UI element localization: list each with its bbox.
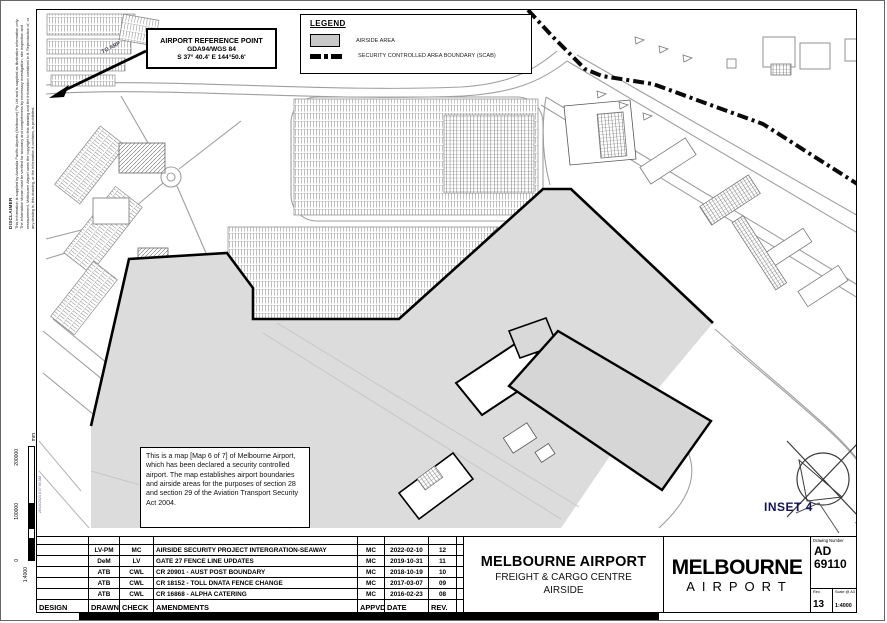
plot-timestamp: 26/10/2023 8:37:56 AM xyxy=(38,476,42,514)
project-subtitle-2: AIRSIDE xyxy=(543,584,584,596)
col-header-check: CHECK xyxy=(120,600,154,614)
scab-line-swatch xyxy=(310,53,342,59)
scale-label-200000: 200000 xyxy=(14,449,20,466)
arp-datum: GDA94/WGS 84 xyxy=(187,46,236,53)
col-header-rev: REV. xyxy=(429,600,457,614)
sheet-bottom-bar xyxy=(79,613,659,620)
apron-slab xyxy=(507,329,713,492)
table-row xyxy=(37,578,89,589)
legend: LEGEND AIRSIDE AREA SECURITY CONTROLLED … xyxy=(300,14,532,74)
scale-unit-label: mm xyxy=(31,433,37,442)
airside-area xyxy=(89,187,714,529)
airside-area-swatch xyxy=(310,34,340,47)
map-canvas xyxy=(36,9,857,537)
col-header-date: DATE xyxy=(385,600,429,614)
project-title: MELBOURNE AIRPORT xyxy=(480,553,647,570)
scale-cell: Scale @ A3 1:4000 xyxy=(835,590,855,609)
legend-item-scab: SECURITY CONTROLLED AREA BOUNDARY (SCAB) xyxy=(310,53,522,59)
col-header-amendments: AMENDMENTS xyxy=(154,600,358,614)
roads xyxy=(42,50,857,529)
disclaimer-text: DISCLAIMER This information is supplied … xyxy=(8,15,35,229)
logo-wordmark-top: MELBOURNE xyxy=(671,555,803,579)
logo-wordmark-bottom: AIRPORT xyxy=(686,578,793,594)
edge-roads xyxy=(38,440,90,529)
scale-segment xyxy=(29,528,34,539)
parking-areas xyxy=(46,13,539,338)
airport-reference-point-box: AIRPORT REFERENCE POINT GDA94/WGS 84 S 3… xyxy=(146,28,277,69)
to-arp-arrow xyxy=(49,49,147,98)
scale-bar xyxy=(28,446,35,561)
scab-line xyxy=(526,9,857,187)
melbourne-airport-logo: MELBOURNE AIRPORT xyxy=(664,537,811,612)
revision-value: 13 xyxy=(813,599,825,610)
road-islands xyxy=(596,36,694,121)
drawing-number-label: Drawing Number xyxy=(813,538,844,543)
north-compass xyxy=(786,440,857,518)
amendments-table: LV-PM MC AIRSIDE SECURITY PROJECT INTERG… xyxy=(37,537,464,614)
airside-area-label: AIRSIDE AREA xyxy=(356,37,395,44)
legend-item-airside: AIRSIDE AREA xyxy=(310,34,522,47)
scale-segment xyxy=(29,538,34,561)
project-subtitle-1: FREIGHT & CARGO CENTRE xyxy=(495,571,632,583)
map-note-box: This is a map [Map 6 of 7] of Melbourne … xyxy=(140,447,310,528)
buildings xyxy=(92,36,857,308)
drawing-number-box: Drawing Number AD 69110 Rev. 13 Scale @ … xyxy=(811,537,856,612)
table-row xyxy=(37,556,89,567)
disclaimer-body: This information is supplied by Australi… xyxy=(14,17,35,229)
scab-label: SECURITY CONTROLLED AREA BOUNDARY (SCAB) xyxy=(358,53,496,59)
legend-title: LEGEND xyxy=(310,19,346,28)
inset-leader-lines xyxy=(795,502,840,534)
col-header-design: DESIGN xyxy=(37,600,89,614)
scale-value: 1:4000 xyxy=(835,603,852,609)
table-row xyxy=(37,567,89,578)
col-header-appvd: APPVD xyxy=(358,600,385,614)
scale-segment xyxy=(29,447,34,504)
arp-title: AIRPORT REFERENCE POINT xyxy=(160,36,263,45)
drawing-number-value: AD 69110 xyxy=(814,544,847,572)
revision-cell: Rev. 13 xyxy=(811,589,833,612)
table-row xyxy=(37,589,89,600)
scale-label-100000: 100000 xyxy=(14,503,20,520)
project-title-box: MELBOURNE AIRPORT FREIGHT & CARGO CENTRE… xyxy=(464,537,664,612)
scale-label-0: 0 xyxy=(14,559,20,562)
arp-coordinates: S 37° 40.4' E 144°50.6' xyxy=(177,54,246,61)
airside-boundary xyxy=(89,187,714,427)
col-header-drawn: DRAWN xyxy=(89,600,120,614)
title-block: LV-PM MC AIRSIDE SECURITY PROJECT INTERG… xyxy=(36,536,857,614)
scale-ratio-label: 1:4000 xyxy=(23,567,29,583)
table-row xyxy=(37,545,89,556)
scale-segment xyxy=(29,503,34,529)
inset-4-label: INSET 4 xyxy=(764,500,813,514)
